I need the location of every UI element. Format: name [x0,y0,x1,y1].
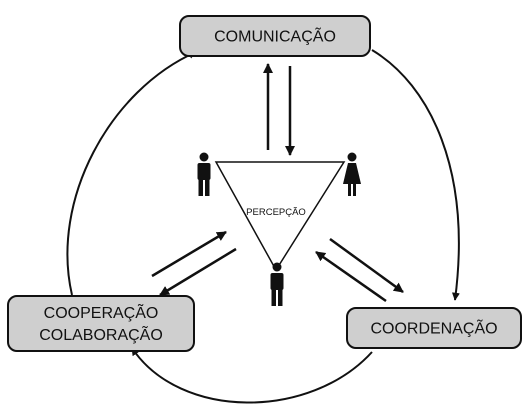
arrow-to-cooperacao [159,247,237,297]
cycle-arcs [66,49,460,404]
box-coordenacao-label: COORDENAÇÃO [370,318,497,338]
arc-coordenacao-to-cooperacao [131,347,373,404]
box-cooperacao: COOPERAÇÃO COLABORAÇÃO [7,295,195,352]
center-label: PERCEPÇÃO [246,207,306,218]
flow-arrows [151,63,404,303]
box-cooperacao-label-line1: COOPERAÇÃO [44,302,159,322]
box-comunicacao: COMUNICAÇÃO [179,15,371,57]
arc-comunicacao-to-coordenacao [371,49,460,301]
arc-cooperacao-to-comunicacao [66,51,197,296]
person-right-icon [343,152,361,196]
person-left-icon [197,152,211,196]
arrow-to-triangle-from-cooperacao [151,230,227,278]
person-bottom-icon [270,262,284,306]
arrow-to-coordenacao [329,237,404,294]
box-coordenacao: COORDENAÇÃO [346,307,522,349]
perception-triangle [214,161,346,272]
arrow-from-coordenacao [315,250,387,303]
box-comunicacao-label: COMUNICAÇÃO [214,26,336,46]
box-cooperacao-label-line2: COLABORAÇÃO [39,324,163,344]
